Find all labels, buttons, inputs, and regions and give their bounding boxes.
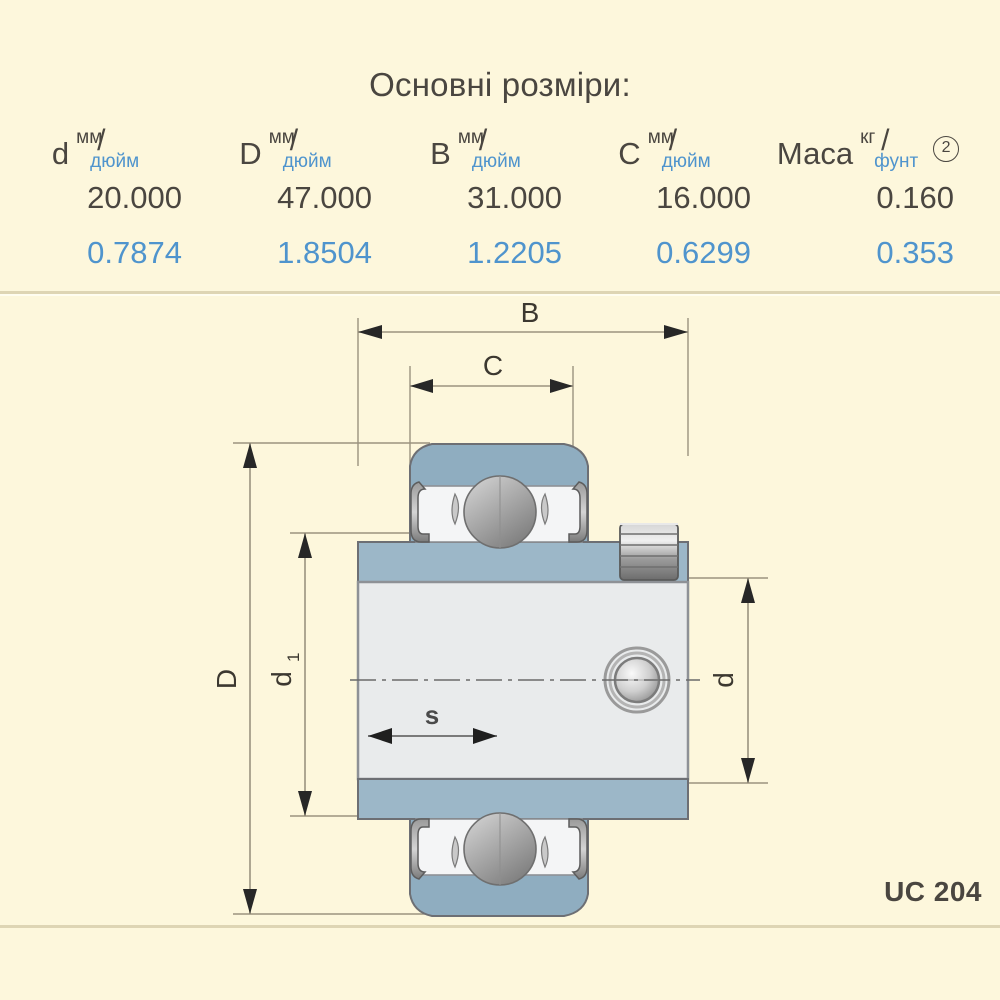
dimension-label-d1-base: d [266,671,297,687]
page-title: Основні розміри: [369,66,631,103]
value-inch-C: 0.6299 [656,235,751,270]
seal-left-bottom [410,818,430,880]
column-header-D: D мм / дюйм [186,125,386,181]
value-inch-B: 1.2205 [467,235,562,270]
dimensions-header: Основні розміри: d мм / дюйм 20.000 0.78… [0,0,1000,296]
cage-left-top [451,492,460,526]
inner-ring-collar-bottom [357,778,689,820]
dimension-C: C [410,350,573,393]
cage-right-top [540,492,549,526]
unit-denominator-B: дюйм [471,151,521,172]
column-header-mass: Маса кг / фунт 2 [768,125,968,181]
dimension-label-d: d [708,672,739,688]
header-divider [0,291,1000,294]
unit-denominator-C: дюйм [661,151,711,172]
raceway-top [410,475,588,549]
header-divider-highlight [0,294,1000,296]
bearing-drawing: B C D d [0,296,1000,1000]
dimension-label-d1-subscript: 1 [284,653,303,662]
unit-slash-D: / [289,124,299,157]
value-inch-D: 1.8504 [277,235,372,270]
unit-numerator-B: мм [457,127,484,148]
unit-fraction-d: мм / дюйм [76,124,140,177]
bearing-cross-section-svg: B C D d [211,297,768,917]
column-symbol-C: C [618,135,641,171]
column-header-d: d мм / дюйм [0,125,196,181]
set-screw-icon [619,523,679,581]
table-column-mass: Маса кг / фунт 2 0.160 0.353 [768,125,968,293]
dimension-label-C: C [483,350,503,381]
unit-numerator-mass: кг [860,127,876,148]
footer-divider [0,925,1000,928]
cage-right-bottom [540,835,549,869]
value-mm-B: 31.000 [467,180,562,215]
column-header-C: C мм / дюйм [565,125,765,181]
unit-slash-mass: / [881,124,890,157]
part-number-label: UC 204 [884,876,982,907]
column-symbol-D: D [239,135,262,171]
dimension-label-D: D [211,669,242,689]
column-symbol-d: d [51,135,70,171]
dimension-label-d1: d 1 [266,653,303,687]
value-inch-mass: 0.353 [876,235,954,270]
unit-denominator-mass: фунт [874,151,919,172]
table-column-C: C мм / дюйм 16.000 0.6299 [565,125,765,293]
dimension-d: d [708,578,755,783]
unit-slash-B: / [478,124,488,157]
footnote-marker-icon: 2 [933,136,960,162]
table-column-d: d мм / дюйм 20.000 0.7874 [0,125,196,293]
unit-denominator-d: дюйм [90,151,140,172]
table-column-B: B мм / дюйм 31.000 1.2205 [376,125,576,293]
value-inch-d: 0.7874 [87,235,182,270]
seal-right-bottom [568,818,588,880]
unit-fraction-mass: кг / фунт [860,124,924,177]
value-mm-mass: 0.160 [876,180,954,215]
raceway-bottom [410,812,588,886]
unit-slash-C: / [668,124,678,157]
column-symbol-mass: Маса [776,135,854,171]
unit-slash-d: / [97,124,106,157]
dimension-label-s: s [425,700,439,730]
dimension-B: B [358,297,688,339]
dimension-label-B: B [521,297,540,328]
unit-fraction-D: мм / дюйм [268,124,333,177]
seal-right-top [568,481,588,543]
dimensions-table: d мм / дюйм 20.000 0.7874 D мм / [0,125,1000,293]
value-mm-C: 16.000 [656,180,751,215]
value-mm-d: 20.000 [87,180,182,215]
dimension-D: D [211,443,257,914]
dimension-s: s [368,700,497,744]
value-mm-D: 47.000 [277,180,372,215]
unit-denominator-D: дюйм [282,151,332,172]
unit-fraction-B: мм / дюйм [457,124,522,177]
unit-fraction-C: мм / дюйм [647,124,712,177]
table-column-D: D мм / дюйм 47.000 1.8504 [186,125,386,293]
column-header-B: B мм / дюйм [376,125,576,181]
seal-left-top [410,481,430,543]
dimension-d1: d 1 [266,533,312,816]
cage-left-bottom [451,835,460,869]
unit-numerator-d: мм [76,127,103,148]
unit-numerator-D: мм [268,127,295,148]
unit-numerator-C: мм [647,127,674,148]
column-symbol-B: B [430,135,451,171]
